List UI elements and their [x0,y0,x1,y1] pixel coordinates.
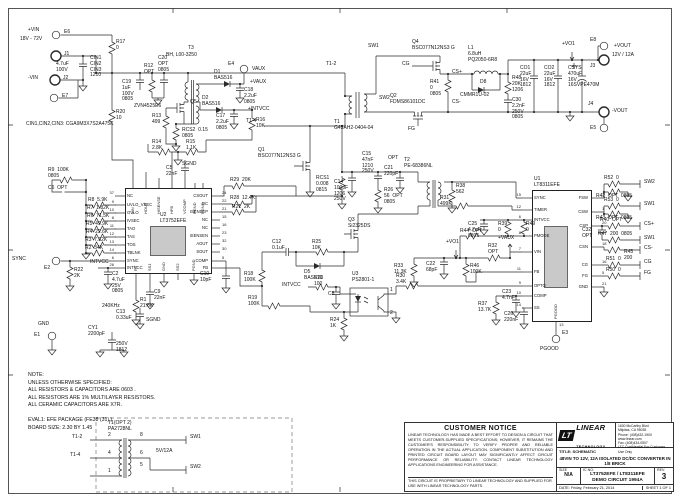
wires-secondary [413,181,525,324]
ic-number: LT3752EFE / LT8311EFE [590,472,645,477]
transformer-t1 [348,92,368,118]
title-block: CUSTOMER NOTICE LINEAR TECHNOLOGY HAS MA… [404,422,674,492]
ic-u1-thermal-pad [544,226,568,288]
title-label: TITLE: SCHEMATIC [559,449,597,454]
list-line: Fax: (408)434-0507 [618,441,648,445]
lt-logo-mark: LT [557,429,576,441]
rev-cell: REV.3 [657,468,667,481]
wires-u2-left [51,179,116,286]
junction-dots [68,54,606,314]
wires-power [364,45,605,335]
list-line: Phone: (408)432-1900 www.linear.com [618,432,652,441]
optocoupler-box [349,287,389,317]
ic-u2-thermal-pad [150,226,186,256]
wires-input [58,34,352,188]
list-line: LTC Confidential-For Customer Use Only [618,445,665,454]
customer-notice-footer: THIS CIRCUIT IS PROPRIETARY TO LINEAR TE… [408,477,553,489]
brand-subname: TECHNOLOGY [576,445,606,449]
schematic-title: 48VIN TO 12V, 12A ISOLATED DC/DC CONVERT… [557,455,673,468]
list-line: EVAL1: EFE PACKAGE (FE38 (31) ) [28,417,113,424]
list-line: BOARD SIZE: 2.30 BY 1.45 [28,424,93,431]
brand-name: LINEAR [576,423,606,432]
wires-aux [139,73,253,188]
list-line: ALL RESISTORS & CAPACITORS ARE 0603 . [28,387,136,394]
list-line: 1630 McCarthy Blvd. [618,424,650,428]
list-line: Milpitas, CA 95035 [618,428,647,433]
list-line: UNLESS OTHERWISE SPECIFIED: [28,379,112,386]
customer-notice-body: LINEAR TECHNOLOGY HAS MADE A BEST EFFORT… [408,433,553,467]
sheet-info: SHEET 1 OF 1 [641,486,671,490]
wires-opto [220,205,522,336]
date-row: DATE: Friday, February 21, 2014 SHEET 1 … [559,486,671,490]
list-line: ALL CERAMIC CAPACITORS ARE X7R. [28,402,122,409]
t1-option-box [90,417,293,493]
terminals [47,30,610,344]
transformer-t3 [184,80,200,125]
linear-technology-logo: LT LINEAR TECHNOLOGY [557,423,615,449]
date-value: Friday, February 21, 2014 [570,486,615,490]
demo-circuit: DEMO CIRCUIT 1994A [592,477,643,483]
notes-block: NOTE:UNLESS OTHERWISE SPECIFIED:ALL RESI… [28,372,155,432]
list-line: NOTE: [28,372,44,378]
list-line [28,410,155,418]
list-line: ALL RESISTORS ARE 1% MULTILAYER RESISTOR… [28,394,156,401]
transformer-t2 [426,180,442,208]
customer-notice: CUSTOMER NOTICE LINEAR TECHNOLOGY HAS MA… [405,423,557,491]
customer-notice-title: CUSTOMER NOTICE [444,425,517,432]
wires-primary [220,165,430,213]
